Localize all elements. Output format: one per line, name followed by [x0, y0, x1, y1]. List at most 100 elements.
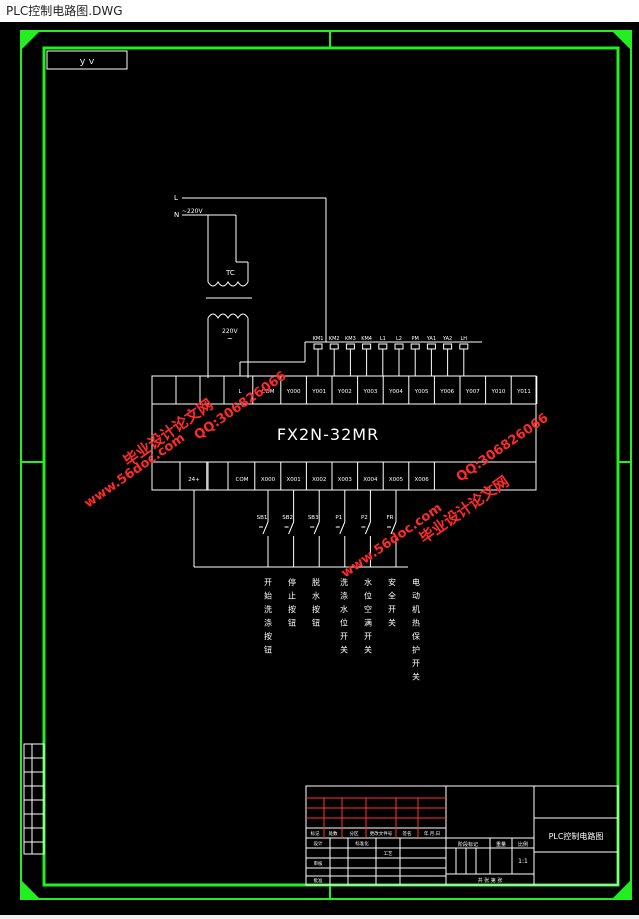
output-load-label: YA2	[442, 336, 452, 342]
title-block-scale-label: 比例	[518, 841, 528, 848]
window-title: PLC控制电路图.DWG	[0, 0, 639, 22]
corner-marker-tr	[612, 31, 631, 50]
input-device-contact	[262, 521, 269, 535]
svg-text:机: 机	[412, 604, 420, 614]
input-terminal-label: X005	[389, 477, 404, 483]
title-block-scale-value: 1:1	[518, 858, 528, 865]
svg-text:开: 开	[388, 605, 396, 614]
svg-text:洗: 洗	[340, 577, 348, 587]
input-wiring	[193, 490, 408, 568]
input-terminal-label: X002	[312, 477, 326, 483]
supply-voltage-label: ~220V	[182, 208, 203, 215]
title-block-header-cell: 年.月.日	[424, 830, 440, 837]
svg-text:涤: 涤	[264, 618, 272, 628]
svg-text:开: 开	[340, 632, 348, 641]
output-load-coil	[329, 343, 339, 350]
output-terminal-label: Y007	[465, 389, 480, 395]
svg-text:涤: 涤	[340, 591, 348, 601]
svg-text:水: 水	[340, 604, 348, 614]
title-block-side-label: 审核	[314, 860, 323, 867]
svg-text:关: 关	[364, 645, 372, 655]
input-device-label: SB3	[308, 515, 319, 521]
corner-marker-tl	[21, 31, 40, 50]
transformer-label: TC	[225, 269, 235, 277]
title-block-header-cell: 标记	[311, 830, 320, 837]
svg-text:关: 关	[412, 672, 420, 682]
plc-model: FX2N-32MR	[277, 425, 379, 444]
output-terminal-label: Y000	[286, 389, 301, 395]
output-terminal-label: COM	[262, 389, 275, 395]
title-block-header-cell: 分区	[350, 830, 359, 837]
title-block-header-cell: 签名	[403, 830, 412, 837]
output-terminal-label: Y005	[414, 389, 429, 395]
corner-marker-br	[612, 880, 631, 899]
output-load-label: LH	[461, 336, 468, 342]
svg-text:洗: 洗	[264, 604, 272, 614]
output-load-coil	[378, 343, 388, 350]
title-block-side-label: 批准	[314, 877, 323, 884]
svg-text:空: 空	[364, 604, 372, 614]
transformer-secondary-symbol: ~	[227, 335, 233, 343]
outer-frame	[20, 30, 632, 900]
plc-input-strip	[151, 461, 537, 491]
output-load-label: KM1	[313, 336, 324, 342]
input-terminal-label: X004	[363, 477, 378, 483]
title-block-side-label: 标准化	[355, 840, 369, 847]
supply-l-label: L	[174, 194, 178, 202]
output-terminal-label: Y004	[388, 389, 403, 395]
output-load-label: L1	[380, 336, 386, 342]
svg-text:水: 水	[312, 591, 320, 601]
title-block-stage-label: 阶段标记	[458, 841, 478, 848]
svg-text:护: 护	[412, 645, 420, 655]
input-device-contact	[339, 521, 346, 535]
svg-text:钮: 钮	[288, 618, 296, 628]
output-load-label: KM4	[361, 336, 372, 342]
svg-text:开: 开	[412, 659, 420, 668]
title-block-side-labels: 设计标准化审核工艺批准	[314, 840, 393, 884]
svg-text:动: 动	[412, 591, 420, 601]
left-margin-table	[23, 743, 45, 855]
output-terminal-label: Y002	[337, 389, 352, 395]
svg-text:停: 停	[288, 577, 296, 587]
input-device-label: P1	[335, 515, 342, 521]
title-block-header-cell: 处数	[329, 830, 338, 837]
output-load-label: L2	[396, 336, 402, 342]
svg-text:位: 位	[340, 618, 348, 628]
title-block-weight-label: 重量	[496, 841, 506, 848]
input-device-contact	[288, 521, 295, 535]
output-load-coil	[426, 343, 436, 350]
svg-text:脱: 脱	[312, 577, 320, 587]
svg-text:钮: 钮	[264, 645, 272, 655]
input-device-label: P2	[361, 515, 368, 521]
output-terminal-label: Y003	[362, 389, 377, 395]
svg-text:钮: 钮	[312, 618, 320, 628]
svg-text:全: 全	[388, 591, 396, 601]
output-load-coil	[362, 343, 372, 350]
output-terminal-label: Y010	[490, 389, 505, 395]
svg-text:电: 电	[412, 577, 420, 587]
svg-text:水: 水	[364, 577, 372, 587]
svg-text:开: 开	[364, 632, 372, 641]
input-terminal-label: COM	[236, 477, 249, 483]
title-block-sheet-info: 共 张 第 张	[478, 877, 503, 884]
output-terminal-label: Y001	[311, 389, 326, 395]
svg-text:开: 开	[264, 578, 272, 587]
input-device-label: FR	[387, 515, 394, 521]
title-block-drawing-name: PLC控制电路图	[549, 831, 604, 841]
svg-text:关: 关	[388, 618, 396, 628]
input-device-contact	[313, 521, 320, 535]
output-load-coil	[410, 343, 420, 350]
input-terminal-label: X003	[338, 477, 353, 483]
title-block-side-label: 设计	[314, 840, 323, 847]
svg-text:按: 按	[312, 604, 320, 614]
